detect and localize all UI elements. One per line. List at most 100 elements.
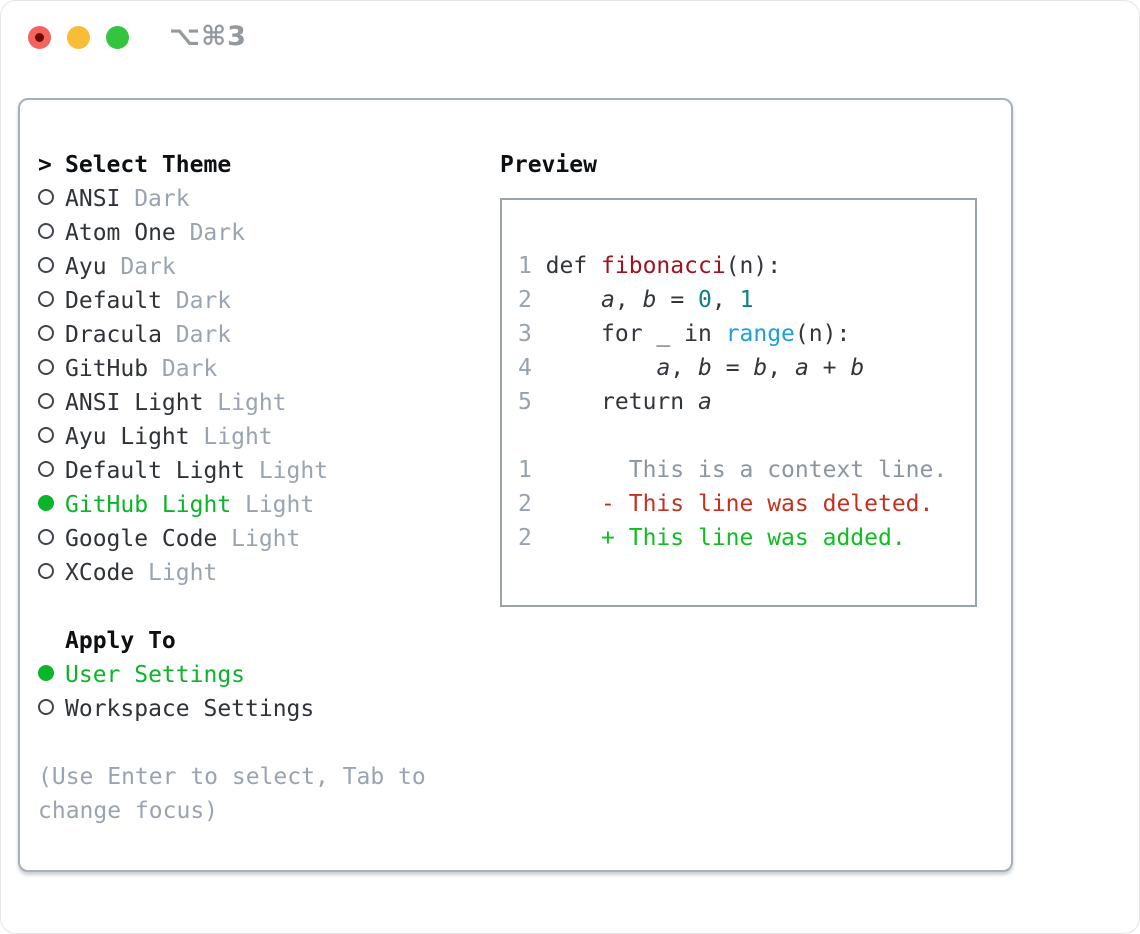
code-token: for _ in [545,321,726,347]
code-line: 4 a, b = b, a + b [518,351,965,385]
traffic-lights [28,26,129,49]
theme-variant: Dark [120,254,176,280]
code-token: b [753,355,768,381]
help-text-line-2: change focus) [38,798,219,824]
diff-preview: 1 This is a context line.2 - This line w… [518,453,965,555]
code-token: def [545,253,602,279]
radio-unselected-icon[interactable] [38,257,54,273]
radio-unselected-icon[interactable] [38,223,54,239]
apply-option-label: User Settings [65,662,246,688]
minimize-button[interactable] [67,26,90,49]
radio-unselected-icon[interactable] [38,189,54,205]
code-token: a [601,287,615,313]
theme-name: Ayu Light [65,424,190,450]
prompt-icon: > [38,152,52,178]
radio-unselected-icon[interactable] [38,291,54,307]
radio-unselected-icon[interactable] [38,325,54,341]
close-button[interactable] [28,26,51,49]
theme-variant: Light [203,424,273,450]
theme-variant: Light [258,458,329,484]
diff-text: This is a context line. [545,457,948,483]
zoom-button[interactable] [106,26,129,49]
diff-line: 1 This is a context line. [518,453,965,487]
diff-line: 2 + This line was added. [518,521,965,555]
theme-name: GitHub [65,356,149,382]
theme-option-8[interactable]: Default Light Light [38,454,500,488]
code-token: = [656,287,699,313]
theme-name: ANSI [65,186,121,212]
theme-option-6[interactable]: ANSI Light Light [38,386,500,420]
code-token: 1 [739,287,754,313]
line-number: 2 [518,525,532,551]
theme-name: Atom One [65,220,176,246]
radio-selected-icon[interactable] [38,495,54,511]
radio-selected-icon[interactable] [38,665,54,681]
select-theme-header: >Select Theme [38,148,500,182]
theme-option-7[interactable]: Ayu Light Light [38,420,500,454]
code-token: a [794,355,809,381]
line-number: 2 [518,287,532,313]
radio-unselected-icon[interactable] [38,461,54,477]
line-number: 4 [518,355,532,381]
code-token: fibonacci [601,253,726,279]
radio-unselected-icon[interactable] [38,359,54,375]
theme-variant: Light [217,390,287,416]
line-number: 5 [518,389,532,415]
spacer [38,590,500,624]
code-token [546,355,657,381]
code-token: return [545,389,698,415]
radio-unselected-icon[interactable] [38,427,54,443]
code-token: (n): [725,253,782,279]
code-token: range [725,321,795,347]
theme-option-9[interactable]: GitHub Light Light [38,488,500,522]
code-token: , [670,355,698,381]
theme-name: ANSI Light [65,390,204,416]
theme-variant: Dark [134,186,190,212]
theme-variant: Dark [189,220,245,246]
code-line: 5 return a [518,385,965,419]
theme-variant: Dark [175,288,232,314]
theme-option-5[interactable]: GitHub Dark [38,352,500,386]
code-token: , [767,355,795,381]
code-token: b [850,355,865,381]
theme-variant: Dark [161,356,218,382]
code-token: b [642,287,657,313]
radio-unselected-icon[interactable] [38,529,54,545]
radio-unselected-icon[interactable] [38,699,54,715]
theme-name: XCode [65,560,135,586]
apply-option-1[interactable]: Workspace Settings [38,692,500,726]
code-token: 0 [698,287,712,313]
preview-box: 1 def fibonacci(n): 2 a, b = 0, 1 3 for _ i… [500,198,977,607]
line-number: 3 [518,321,532,347]
diff-text: + This line was added. [545,525,906,551]
theme-option-4[interactable]: Dracula Dark [38,318,500,352]
code-token [546,287,601,313]
code-token: a [697,389,712,415]
theme-name: Dracula [65,322,162,348]
spacer [518,419,965,453]
theme-option-0[interactable]: ANSI Dark [38,182,500,216]
theme-variant: Dark [175,322,232,348]
preview-title: Preview [500,152,597,178]
theme-option-1[interactable]: Atom One Dark [38,216,500,250]
theme-name: Default Light [65,458,246,484]
window-title: ⌥⌘3 [169,21,247,52]
theme-variant: Light [244,492,315,518]
line-number: 1 [518,253,532,279]
theme-name: GitHub Light [65,492,232,518]
code-preview: 1 def fibonacci(n): 2 a, b = 0, 1 3 for _ i… [518,249,965,419]
apply-option-0[interactable]: User Settings [38,658,500,692]
code-token: a [656,355,671,381]
code-token: b [698,355,712,381]
help-text-line-1: (Use Enter to select, Tab to [38,764,426,790]
radio-unselected-icon[interactable] [38,393,54,409]
line-number: 2 [518,491,532,517]
radio-unselected-icon[interactable] [38,563,54,579]
